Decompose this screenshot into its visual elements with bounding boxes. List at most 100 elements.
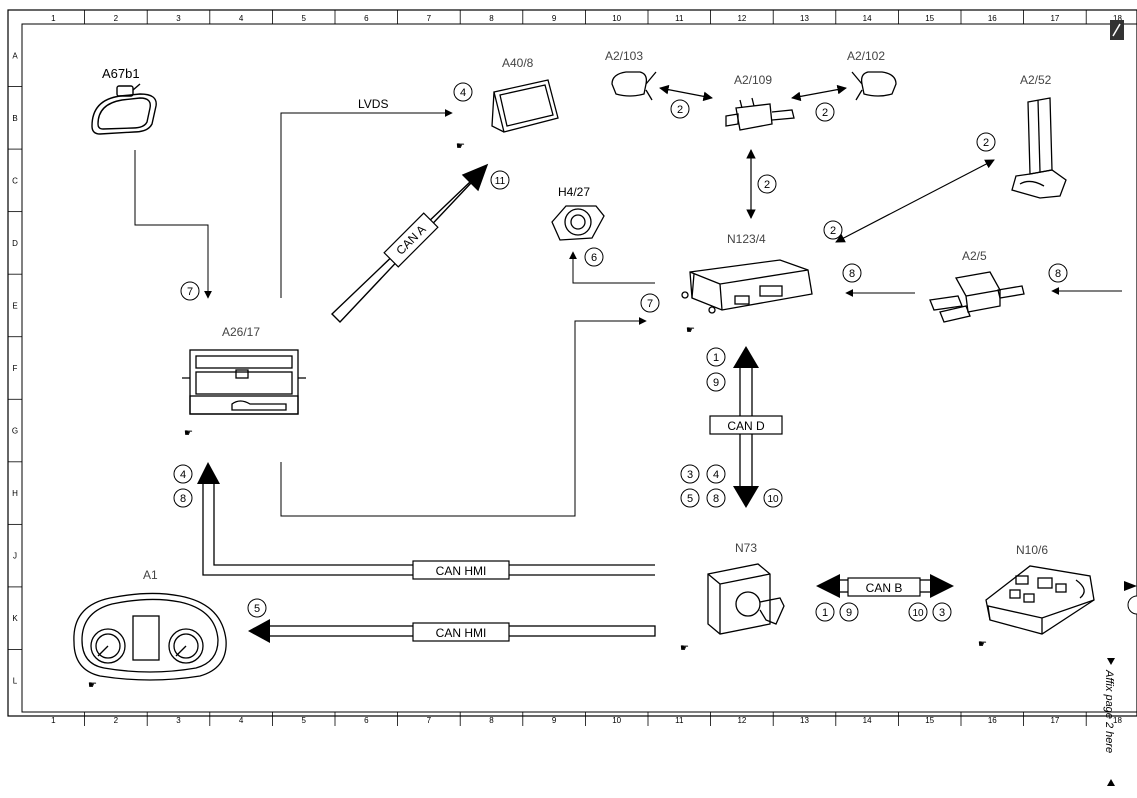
grid-row-label: G <box>12 427 18 436</box>
a67b1-label: A67b1 <box>102 66 140 81</box>
signal-number-badge: 10 <box>908 602 928 622</box>
a40-8-label: A40/8 <box>502 56 534 70</box>
svg-text:2: 2 <box>983 137 989 149</box>
a2-109-label: A2/109 <box>734 73 772 87</box>
grid-row-label: D <box>12 239 18 248</box>
n10-6-component: N10/6 ☛ <box>978 543 1095 650</box>
grid-column-label: 14 <box>863 716 872 725</box>
affix-note-text: Affix page 2 here <box>1103 669 1115 753</box>
line-n123-h427 <box>569 251 655 284</box>
signal-number-badge: 6 <box>584 247 604 267</box>
grid-column-label: 4 <box>239 14 244 23</box>
line-a2109-a2102 <box>791 84 847 102</box>
grid-column-label: 11 <box>675 716 684 725</box>
hand-reference-icon: ☛ <box>456 141 465 152</box>
a2-5-label: A2/5 <box>962 249 987 263</box>
grid-row-label: F <box>13 364 18 373</box>
grid-column-label: 7 <box>427 716 432 725</box>
signal-number-badge: 5 <box>247 598 267 618</box>
can-d-label: CAN D <box>727 419 765 433</box>
grid-column-label: 16 <box>988 716 997 725</box>
offpage-arrow-right <box>1124 581 1137 591</box>
grid-column-label: 15 <box>925 716 934 725</box>
side-mirror-right-icon <box>851 71 897 101</box>
grid-column-label: 12 <box>737 14 746 23</box>
hand-reference-icon: ☛ <box>184 428 193 439</box>
signal-number-badge: 3 <box>932 602 952 622</box>
grid-column-label: 9 <box>552 14 557 23</box>
svg-text:1: 1 <box>822 607 828 619</box>
signal-number-badge: 4 <box>453 82 473 102</box>
a26-17-component: A26/17 ☛ <box>182 325 306 439</box>
grid-column-label: 1 <box>51 716 56 725</box>
connector-module-icon <box>725 97 795 131</box>
can-a-bus-arrow: CAN A <box>330 163 489 324</box>
signal-number-badge: 10 <box>763 488 783 508</box>
n10-6-label: N10/6 <box>1016 543 1048 557</box>
ignition-switch-icon <box>707 563 785 635</box>
grid-row-label: B <box>12 114 17 123</box>
grid-column-label: 2 <box>114 14 119 23</box>
svg-text:8: 8 <box>1055 268 1061 280</box>
a67b1-component: A67b1 <box>91 66 157 135</box>
svg-text:1: 1 <box>713 352 719 364</box>
a1-label: A1 <box>143 568 158 582</box>
grid-reference-layer: 1122334455667788991010111112121313141415… <box>8 10 1122 726</box>
a2-5-component: A2/5 <box>929 249 1025 323</box>
fuse-relay-module-icon <box>985 565 1095 635</box>
a40-8-component: A40/8 ☛ <box>456 56 559 152</box>
grid-column-label: 5 <box>301 14 306 23</box>
svg-text:2: 2 <box>764 179 770 191</box>
hand-reference-icon: ☛ <box>686 325 695 336</box>
a2-102-label: A2/102 <box>847 49 885 63</box>
n123-4-label: N123/4 <box>727 232 766 246</box>
svg-text:8: 8 <box>713 493 719 505</box>
signal-number-badge: 2 <box>757 174 777 194</box>
svg-text:8: 8 <box>180 493 186 505</box>
grid-column-label: 8 <box>489 14 494 23</box>
grid-row-label: K <box>12 614 18 623</box>
svg-text:10: 10 <box>767 494 779 505</box>
control-unit-icon <box>681 259 813 314</box>
line-a67b1-to-a26 <box>134 150 212 299</box>
grid-column-label: 14 <box>863 14 872 23</box>
svg-text:11: 11 <box>495 176 506 187</box>
grid-column-label: 13 <box>800 716 809 725</box>
drawing-frame <box>7 9 1137 717</box>
grid-row-label: E <box>12 301 17 310</box>
hand-reference-icon: ☛ <box>680 643 689 654</box>
line-lvds <box>280 109 453 298</box>
can-hmi-lower-label: CAN HMI <box>436 626 487 640</box>
signal-number-badge: 1 <box>706 347 726 367</box>
a2-52-component: A2/52 <box>1011 73 1067 199</box>
svg-text:5: 5 <box>687 493 693 505</box>
inner-frame <box>21 23 1137 713</box>
grid-column-label: 1 <box>51 14 56 23</box>
signal-number-badge: 8 <box>706 488 726 508</box>
can-d-bus-arrow: CAN D <box>709 346 783 508</box>
a26-17-label: A26/17 <box>222 325 260 339</box>
svg-text:9: 9 <box>846 607 852 619</box>
grid-column-label: 12 <box>737 716 746 725</box>
grid-column-label: 10 <box>612 716 621 725</box>
signal-number-badge: 3 <box>680 464 700 484</box>
signal-number-badge: 2 <box>823 220 843 240</box>
svg-text:2: 2 <box>822 107 828 119</box>
h4-27-component: H4/27 <box>551 185 605 241</box>
signal-number-badge: 5 <box>680 488 700 508</box>
signal-number-badge: 7 <box>640 293 660 313</box>
grid-column-label: 15 <box>925 14 934 23</box>
svg-text:2: 2 <box>677 104 683 116</box>
grid-column-label: 10 <box>612 14 621 23</box>
svg-text:7: 7 <box>187 286 193 298</box>
hand-reference-icon: ☛ <box>88 680 97 691</box>
a2-103-label: A2/103 <box>605 49 643 63</box>
instrument-cluster-icon <box>73 592 227 681</box>
n73-label: N73 <box>735 541 757 555</box>
can-hmi-lower-arrow: CAN HMI <box>248 619 656 643</box>
splitter-icon <box>929 271 1025 323</box>
grid-column-label: 8 <box>489 716 494 725</box>
svg-text:10: 10 <box>912 608 924 619</box>
head-unit-icon <box>182 349 306 415</box>
signal-number-badge: 8 <box>173 488 193 508</box>
